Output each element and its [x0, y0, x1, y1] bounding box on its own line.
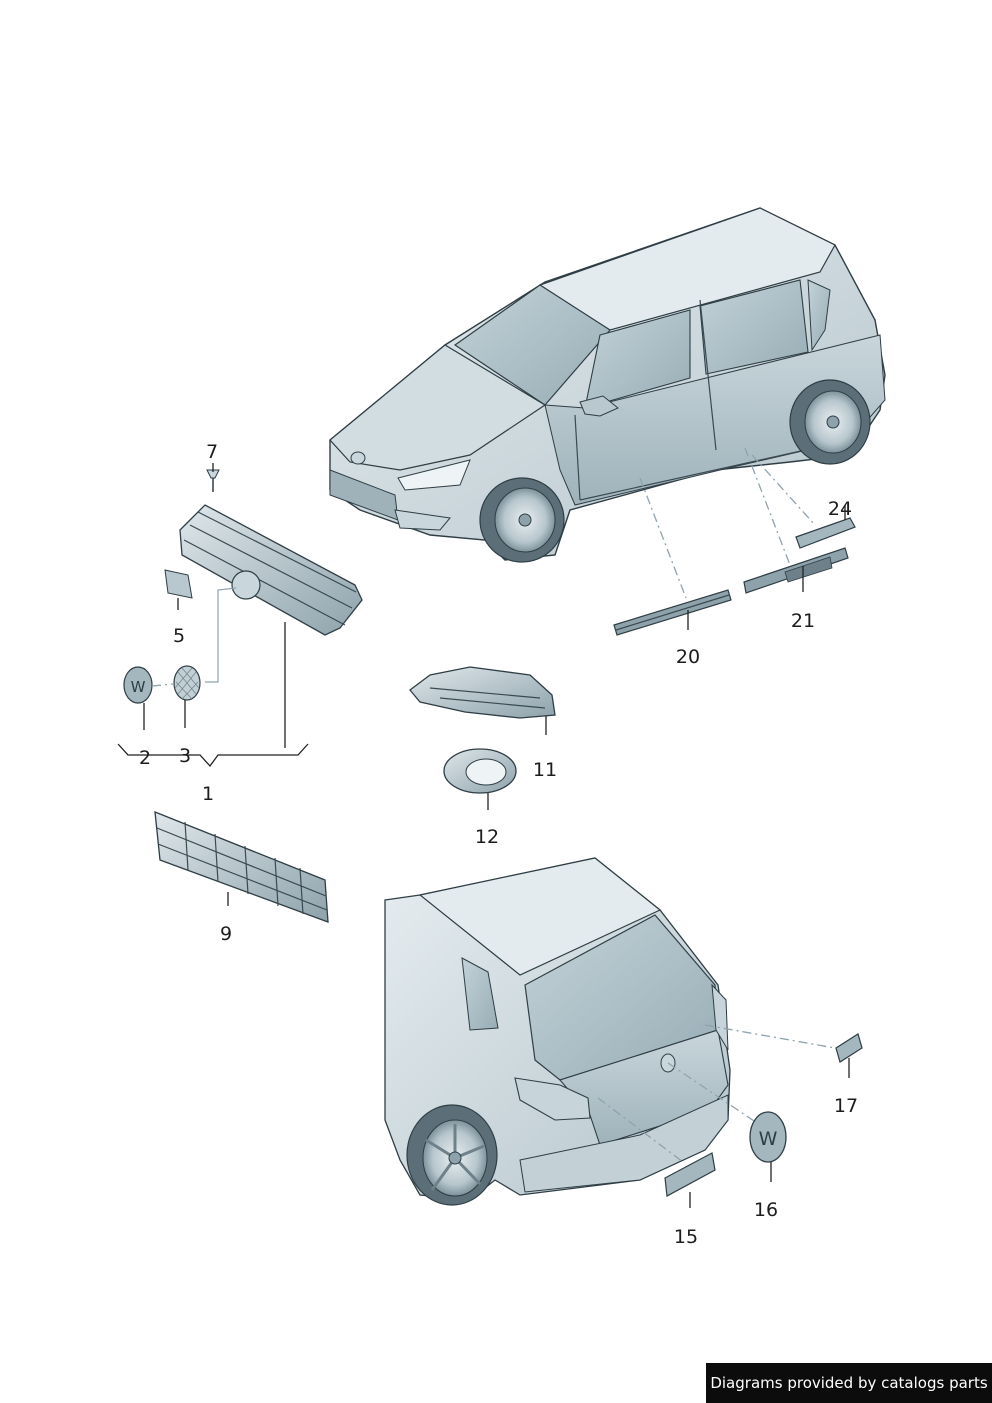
svg-text:W: W [759, 1128, 778, 1150]
footer-credit: Diagrams provided by catalogs parts [706, 1363, 992, 1403]
side-trim-strip-rear-part [743, 547, 849, 594]
front-car-illustration [329, 207, 886, 563]
front-grille-part [164, 469, 363, 636]
svg-text:W: W [131, 678, 146, 696]
callout-1: 1 [202, 783, 214, 805]
side-trim-small-part [795, 505, 856, 549]
callout-17: 17 [834, 1095, 858, 1117]
side-trim-strip-part [613, 589, 732, 636]
rear-car-leader-lines [597, 1024, 836, 1163]
callout-16: 16 [754, 1199, 778, 1221]
front-car-leader-lines [639, 447, 816, 599]
callout-3: 3 [179, 745, 191, 767]
callout-12: 12 [475, 826, 499, 848]
callout-15: 15 [674, 1226, 698, 1248]
grille-leader-lines [117, 463, 309, 768]
footer-credit-text: Diagrams provided by catalogs parts [710, 1374, 988, 1392]
rear-badge-small-part [835, 1033, 863, 1078]
callout-20: 20 [676, 646, 700, 668]
emblem-carrier-mesh [173, 665, 201, 701]
callout-labels: 7 5 2 3 1 9 11 12 20 21 24 17 16 15 [139, 441, 858, 1248]
callout-21: 21 [791, 610, 815, 632]
rear-car-illustration [384, 857, 731, 1206]
callout-5: 5 [173, 625, 185, 647]
callout-24: 24 [828, 498, 852, 520]
vw-emblem-front: W [123, 666, 153, 704]
callout-7: 7 [206, 441, 218, 463]
callout-11: 11 [533, 759, 557, 781]
rear-plate-badge-part [664, 1152, 716, 1208]
lower-grille-part [154, 810, 329, 923]
fog-light-cover-part [409, 666, 556, 735]
callout-2: 2 [139, 747, 151, 769]
fog-light-frame-part [443, 748, 517, 810]
vw-emblem-rear: W [749, 1111, 787, 1182]
callout-9: 9 [220, 923, 232, 945]
